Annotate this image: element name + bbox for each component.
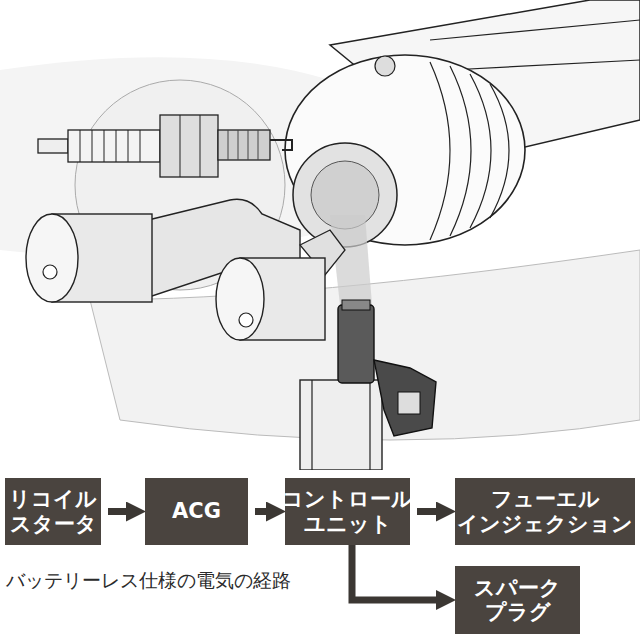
plug-hex <box>160 115 218 177</box>
coil-hole <box>239 313 253 327</box>
flow-arrow <box>352 545 448 600</box>
fuel-rail <box>300 380 382 470</box>
connector-latch <box>398 392 420 414</box>
box-text: リコイル スタータ <box>9 487 97 535</box>
arm-edge <box>450 60 640 70</box>
engine-illustration <box>0 0 640 470</box>
arm-edge <box>430 20 640 40</box>
box-text: スパーク プラグ <box>459 576 576 624</box>
injector-body <box>338 305 374 383</box>
plug-terminal <box>38 139 68 153</box>
cooling-fin <box>490 84 509 218</box>
coil-end <box>26 214 78 302</box>
flow-box: ACG <box>145 478 248 545</box>
plug-thread <box>218 130 270 160</box>
thread-lines <box>228 130 258 160</box>
flow-box: スパーク プラグ <box>455 566 580 634</box>
injector-connector <box>374 360 436 436</box>
flow-arrow <box>108 508 138 515</box>
insulator-ribs <box>80 130 140 162</box>
box-text: フューエル インジェクション <box>457 487 633 535</box>
rail-edge <box>312 380 370 470</box>
hex-edge <box>180 115 200 177</box>
coil-end <box>216 258 264 340</box>
flow-arrow <box>255 508 278 515</box>
flow-box: フューエル インジェクション <box>455 478 635 545</box>
bolt <box>375 56 395 76</box>
plug-insulator <box>68 130 160 162</box>
flow-arrow <box>417 508 448 515</box>
caption-note: バッテリーレス仕様の電気の経路 <box>6 568 291 594</box>
cooling-fin <box>470 74 491 228</box>
flow-box: リコイル スタータ <box>5 478 101 545</box>
injector-nozzle <box>342 300 370 310</box>
box-text: コントロール ユニット <box>282 487 413 535</box>
coil-hole <box>43 265 57 279</box>
cooling-fin <box>450 66 471 236</box>
plug-electrode <box>270 140 292 150</box>
flow-box: コントロール ユニット <box>285 478 410 545</box>
box-text: ACG <box>172 499 221 523</box>
cooling-fin <box>430 62 450 240</box>
